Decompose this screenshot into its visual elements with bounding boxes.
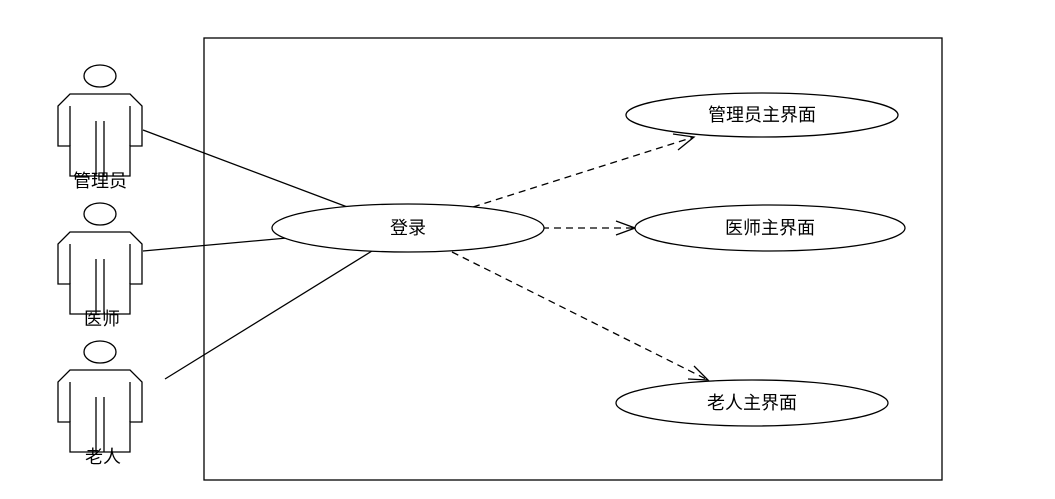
actor-elder-label: 老人 [85, 447, 121, 468]
usecase-admin-main: 管理员主界面 [625, 92, 899, 138]
usecase-login-label: 登录 [390, 218, 426, 239]
actor-doctor: 医师 [57, 202, 143, 330]
usecase-elder-main: 老人主界面 [615, 379, 889, 427]
usecase-login: 登录 [271, 203, 545, 253]
dependency-login-doctor-main [542, 220, 637, 236]
usecase-admin-main-label: 管理员主界面 [708, 105, 816, 126]
system-boundary [203, 37, 943, 481]
actor-elder: 老人 [57, 340, 143, 468]
actor-admin-label: 管理员 [73, 171, 127, 192]
actor-doctor-icon [57, 202, 143, 315]
usecase-doctor-main: 医师主界面 [634, 204, 906, 252]
association-doctor-login [142, 237, 288, 252]
usecase-doctor-main-label: 医师主界面 [725, 218, 815, 239]
actor-admin-icon [57, 64, 143, 177]
dependency-login-elder-main [451, 251, 710, 381]
dependency-login-admin-main [472, 133, 696, 208]
actor-doctor-label: 医师 [84, 309, 120, 330]
association-admin-login [142, 129, 351, 209]
actor-admin: 管理员 [57, 64, 143, 192]
actor-elder-icon [57, 340, 143, 453]
usecase-elder-main-label: 老人主界面 [707, 393, 797, 414]
association-elder-login [164, 250, 373, 380]
